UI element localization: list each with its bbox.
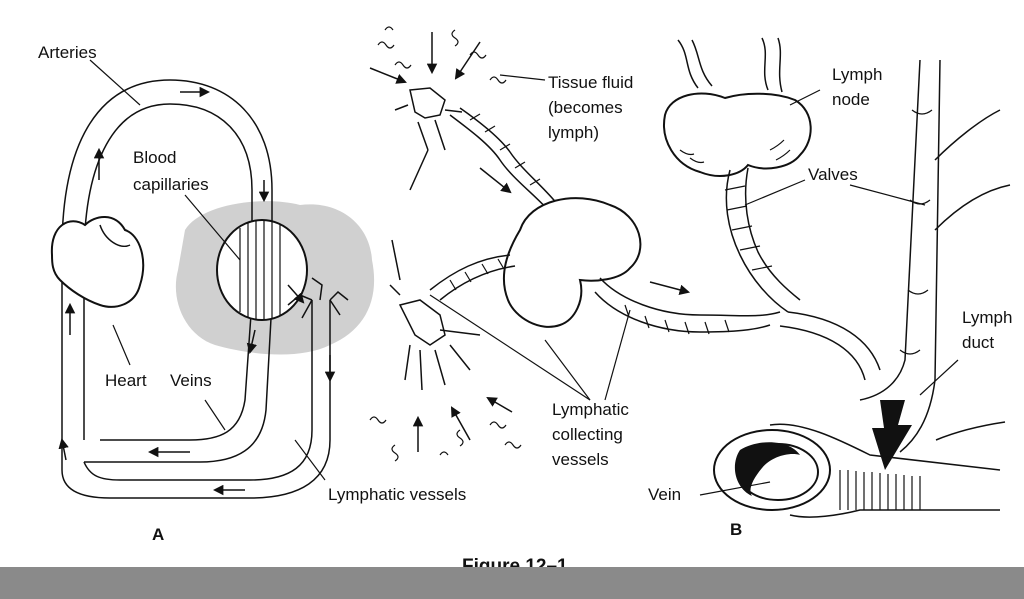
heart-vessel bbox=[99, 224, 131, 247]
panel-a-circulation: Arteries Blood capillaries Heart Veins L… bbox=[38, 43, 466, 544]
label-tissue-fluid-3: lymph) bbox=[548, 123, 599, 142]
flow-arrows-b-bottom bbox=[412, 281, 691, 452]
flow-arrows-a bbox=[58, 86, 336, 496]
node-shading bbox=[679, 139, 791, 164]
heart bbox=[50, 216, 145, 308]
duct-join-outer bbox=[787, 311, 881, 371]
label-lymph-node-1: Lymph bbox=[832, 65, 882, 84]
footer-bar bbox=[0, 567, 1024, 599]
duct-flow-arrow bbox=[872, 400, 912, 470]
panel-a-label: A bbox=[152, 525, 164, 544]
label-valves: Valves bbox=[808, 165, 858, 184]
label-lymphatic-collecting-2: collecting bbox=[552, 425, 623, 444]
braid-marks-bottom bbox=[449, 258, 505, 291]
leaders-b bbox=[429, 74, 959, 496]
vein-lumen-dark bbox=[734, 442, 800, 496]
braided-vessel-top bbox=[449, 114, 551, 213]
blood-loop-inner bbox=[83, 103, 253, 440]
central-lymph-node bbox=[503, 197, 642, 328]
vein-return-outer bbox=[84, 299, 273, 463]
blood-loop-outer bbox=[61, 79, 273, 470]
braided-vessel-to-duct bbox=[599, 277, 781, 317]
panel-b-lymph-flow: Tissue fluid (becomes lymph) Lymph node … bbox=[369, 26, 1012, 539]
capillary-bed bbox=[216, 219, 308, 321]
label-lymph-duct-2: duct bbox=[962, 333, 994, 352]
lymphatic-return-outer bbox=[61, 300, 331, 499]
label-lymph-duct-1: Lymph bbox=[962, 308, 1012, 327]
label-capillaries: capillaries bbox=[133, 175, 209, 194]
label-lymph-node-2: node bbox=[832, 90, 870, 109]
braid-marks-top bbox=[469, 113, 541, 186]
upper-node-afferents bbox=[677, 37, 783, 93]
label-veins: Veins bbox=[170, 371, 212, 390]
label-arteries: Arteries bbox=[38, 43, 97, 62]
label-tissue-fluid-2: (becomes bbox=[548, 98, 623, 117]
flow-arrows-b-top bbox=[369, 32, 512, 194]
upper-node-efferent bbox=[725, 169, 789, 313]
braided-vessel-bottom-2 bbox=[439, 265, 516, 301]
lymph-duct-right-wall bbox=[899, 59, 941, 453]
braid-marks-efferent bbox=[724, 185, 773, 271]
label-lymphatic-vessels: Lymphatic vessels bbox=[328, 485, 466, 504]
braided-vessel-top-2 bbox=[459, 107, 559, 206]
label-vein: Vein bbox=[648, 485, 681, 504]
tissue-fluid-wiggles-top bbox=[377, 26, 507, 84]
braided-vessel-to-duct-2 bbox=[594, 291, 771, 333]
tissue-fluid-wiggles-bottom bbox=[369, 416, 522, 462]
upper-node-efferent-2 bbox=[744, 167, 801, 301]
lymphatic-return-inner bbox=[83, 300, 313, 481]
label-tissue-fluid-1: Tissue fluid bbox=[548, 73, 633, 92]
label-lymphatic-collecting-3: vessels bbox=[552, 450, 609, 469]
label-lymphatic-collecting-1: Lymphatic bbox=[552, 400, 629, 419]
braided-vessel-bottom bbox=[429, 254, 511, 291]
upper-lymph-node bbox=[663, 92, 812, 177]
lymph-capillary-top bbox=[394, 87, 463, 191]
panel-b-label: B bbox=[730, 520, 742, 539]
lymph-capillary-bottom bbox=[389, 239, 481, 391]
duct-join-inner bbox=[779, 325, 866, 381]
label-blood: Blood bbox=[133, 148, 176, 167]
label-heart: Heart bbox=[105, 371, 147, 390]
vein-texture bbox=[839, 470, 921, 510]
leaders-a bbox=[89, 59, 326, 481]
capillary-lines bbox=[239, 220, 281, 320]
braid-marks-duct bbox=[624, 304, 730, 335]
vein-body bbox=[769, 423, 1001, 518]
lymph-duct-left-wall bbox=[859, 59, 921, 401]
vein-return-inner bbox=[100, 299, 253, 441]
duct-branch-right bbox=[934, 109, 1011, 441]
